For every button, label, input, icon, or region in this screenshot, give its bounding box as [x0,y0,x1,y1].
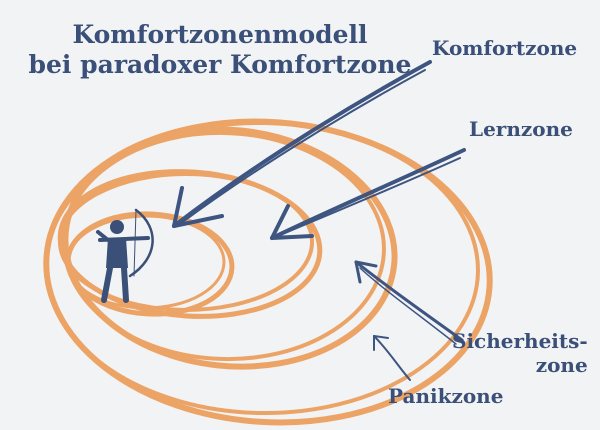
label-panikzone: Panikzone [388,384,504,408]
zone-rings [43,118,493,426]
arrow-lernzone [270,148,466,240]
arrow-sicherheitszone [354,260,464,345]
label-sicherheitszone-line-1: Sicherheits- [452,329,588,353]
arrow-komfortzone [172,60,432,228]
title-line-1: Komfortzonenmodell [72,20,368,49]
arrow-panikzone [373,335,411,381]
ring-sicherheitszone [62,126,398,370]
label-sicherheitszone: Sicherheits- zone [452,329,588,377]
ring-panikzone [43,118,493,426]
label-komfortzone: Komfortzone [432,36,578,60]
archer-figure-icon [96,208,154,303]
label-sicherheitszone-line-2: zone [535,353,588,377]
arrows [172,60,466,381]
title-line-2: bei paradoxer Komfortzone [28,50,412,79]
diagram-title: Komfortzonenmodell bei paradoxer Komfort… [0,20,440,80]
label-lernzone: Lernzone [469,117,573,141]
ring-komfortzone [65,211,235,317]
